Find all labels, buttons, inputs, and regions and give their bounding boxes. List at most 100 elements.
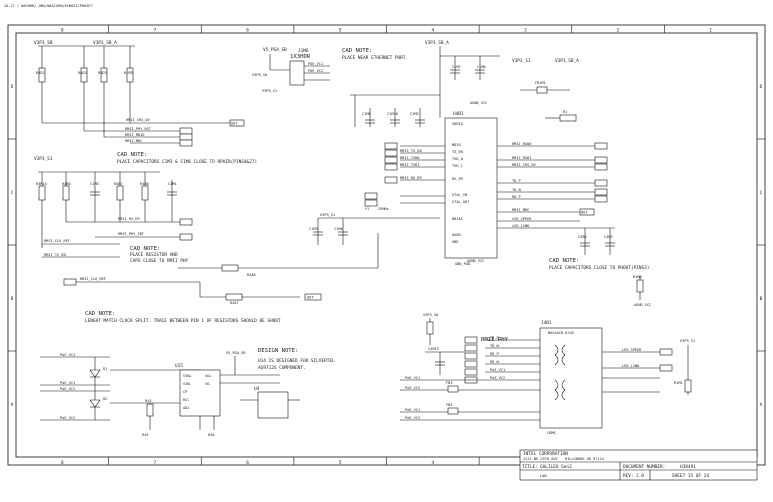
- phy-chip-u4b1: V3P3_SB_A C1M7 C1M6 AGND_VCC C1M8 C1M10 …: [309, 40, 608, 266]
- svg-text:R4B7: R4B7: [114, 182, 123, 186]
- sheet-title: GALILEO Gen2: [540, 464, 572, 470]
- svg-text:MAGJACK-RJ45: MAGJACK-RJ45: [548, 331, 574, 335]
- svg-text:DOCUMENT NUMBER:: DOCUMENT NUMBER:: [623, 464, 665, 470]
- svg-text:RMII_TXD1: RMII_TXD1: [400, 163, 419, 167]
- svg-text:J4B1: J4B1: [541, 320, 552, 326]
- svg-text:TD_N: TD_N: [512, 188, 521, 192]
- svg-text:AGND_VCC: AGND_VCC: [634, 303, 651, 307]
- svg-text:V3P3_SB_A: V3P3_SB_A: [555, 58, 579, 64]
- svg-text:ADJ: ADJ: [183, 406, 190, 410]
- svg-text:PoE_VC2: PoE_VC2: [60, 416, 75, 420]
- net-label: V3P3_SB: [34, 40, 53, 46]
- grid-row-label: B: [760, 296, 763, 302]
- svg-text:PoE_VC1: PoE_VC1: [405, 408, 420, 412]
- title-block: INTEL CORPORATION 2111 NE 25TH AVE HILLS…: [519, 449, 758, 481]
- svg-text:FB3: FB3: [446, 381, 453, 385]
- svg-text:LED_SPEED: LED_SPEED: [512, 217, 531, 221]
- grid-column-label: 5: [339, 28, 342, 34]
- svg-text:RMII_PHY_RST: RMII_PHY_RST: [125, 127, 152, 131]
- svg-text:XTAL_OUT: XTAL_OUT: [452, 200, 470, 204]
- svg-text:XTAL_IN: XTAL_IN: [452, 193, 467, 197]
- svg-text:C4B5: C4B5: [604, 235, 613, 239]
- grid-column-label: 8: [61, 460, 64, 466]
- svg-text:RD_N: RD_N: [490, 360, 499, 364]
- svg-text:D1: D1: [103, 367, 107, 371]
- grid-row-label: B: [11, 296, 14, 302]
- r1m1-network: R1M8 AGND_VCC: [633, 275, 651, 307]
- svg-text:RMII_RXD0: RMII_RXD0: [512, 142, 531, 146]
- grid-row-label: A: [11, 402, 14, 408]
- svg-text:VO-: VO-: [205, 382, 212, 386]
- svg-text:R4D3: R4D3: [98, 71, 107, 75]
- svg-text:PoE_VC1: PoE_VC1: [60, 353, 75, 357]
- svg-text:U15: U15: [175, 363, 183, 369]
- grid-row-label: C: [11, 190, 14, 196]
- svg-text:POE_VC2: POE_VC2: [308, 69, 323, 73]
- svg-text:V3P3_S1: V3P3_S1: [680, 339, 695, 343]
- grid-column-label: 3: [524, 28, 527, 34]
- design-note-body2: AG9712S COMPONENT.: [258, 365, 306, 371]
- svg-text:J1N6: J1N6: [298, 48, 309, 54]
- output-caps: C4B4 C4B5: [578, 227, 615, 255]
- svg-text:C1M8: C1M8: [362, 112, 371, 116]
- svg-text:RMII_MDC: RMII_MDC: [512, 208, 529, 212]
- svg-text:TD_N: TD_N: [490, 344, 499, 348]
- grid-column-label: 5: [339, 460, 342, 466]
- cad-note-title: CAD NOTE:: [117, 152, 147, 158]
- svg-text:RMII_MDIO: RMII_MDIO: [125, 133, 144, 137]
- svg-text:TITLE:: TITLE:: [522, 464, 538, 470]
- svg-text:R46: R46: [208, 433, 215, 437]
- svg-text:R4A6: R4A6: [247, 273, 256, 277]
- svg-text:C4B4: C4B4: [578, 235, 587, 239]
- svg-text:REV:: REV:: [623, 473, 634, 479]
- svg-text:OUT: OUT: [231, 122, 238, 126]
- inner-frame: [15, 32, 758, 458]
- svg-text:RBIAS: RBIAS: [452, 217, 463, 221]
- grid-row-label: D: [11, 84, 14, 90]
- svg-text:R4D1: R4D1: [36, 71, 45, 75]
- grid-column-label: 4: [431, 28, 434, 34]
- cad-note-title: CAD NOTE:: [85, 311, 115, 317]
- svg-text:FB1M1: FB1M1: [535, 81, 546, 85]
- svg-text:RMII_TXD0: RMII_TXD0: [400, 156, 419, 160]
- svg-text:LED_LINK: LED_LINK: [512, 224, 530, 228]
- svg-text:V3P3_S1: V3P3_S1: [320, 213, 335, 217]
- svg-text:RX_ER: RX_ER: [452, 177, 464, 181]
- grid-column-label: 4: [431, 460, 434, 466]
- svg-text:GND_PAD: GND_PAD: [455, 262, 470, 266]
- svg-text:VO+: VO+: [205, 374, 212, 378]
- svg-text:GND: GND: [452, 240, 459, 244]
- svg-text:PoE_VC1: PoE_VC1: [405, 376, 420, 380]
- svg-text:D2: D2: [103, 397, 107, 401]
- svg-text:RMII_CLK_REF: RMII_CLK_REF: [44, 239, 70, 243]
- svg-text:V3P3_S1: V3P3_S1: [262, 89, 277, 93]
- cad-note-caps: PLACE CAPACITORS C1M3 & C1M6 CLOSE TO RP…: [117, 159, 257, 165]
- svg-text:V3P3_SB_A: V3P3_SB_A: [425, 40, 449, 46]
- poe-diodes: PoE_VC1 PoE_VC1 PoE_VC2 PoE_VC2 D1 D2: [40, 353, 200, 421]
- svg-text:1X3HDR: 1X3HDR: [290, 54, 311, 60]
- sheet-number: SHEET 15 OF 24: [672, 473, 709, 479]
- svg-text:VIN+: VIN+: [183, 374, 192, 378]
- header-j1n6: V5_PGA_SB J1N6 1X3HDR V3P3_S0 POE_VC1 PO…: [252, 47, 330, 93]
- grid-column-label: 1: [709, 28, 712, 34]
- svg-text:OUT: OUT: [581, 211, 588, 215]
- svg-text:RMII_PHY_INT: RMII_PHY_INT: [118, 232, 145, 236]
- svg-text:AVDD: AVDD: [452, 233, 461, 237]
- svg-text:U4B1: U4B1: [453, 111, 464, 117]
- svg-text:V3P3_S0: V3P3_S0: [423, 313, 438, 317]
- svg-text:2111 NE 25TH AVE: 2111 NE 25TH AVE: [523, 457, 558, 461]
- cad-note-res2: CAPS CLOSE TO RMII PHY: [130, 258, 189, 264]
- cad-note-res1: PLACE RESISTOR AND: [130, 252, 178, 258]
- grid-row-label: D: [760, 84, 763, 90]
- company-name: INTEL CORPORATION: [523, 451, 568, 457]
- grid-column-label: 6: [246, 460, 249, 466]
- svg-text:R4B6: R4B6: [62, 182, 71, 186]
- grid-column-label: 6: [246, 28, 249, 34]
- rj45-j4b1: J4B1 MAGJACK-RJ45 TD_P TD_N RD_P RD_N Po…: [485, 320, 695, 435]
- u15-module: U15 VIN+ VIN- CP RCL ADJ VO+ VO- R44 R45…: [142, 351, 280, 437]
- svg-text:TXD_1: TXD_1: [452, 164, 463, 168]
- svg-text:R4D2: R4D2: [78, 71, 87, 75]
- svg-text:RMII_RX_ER: RMII_RX_ER: [118, 217, 140, 221]
- svg-text:Y1: Y1: [365, 207, 369, 211]
